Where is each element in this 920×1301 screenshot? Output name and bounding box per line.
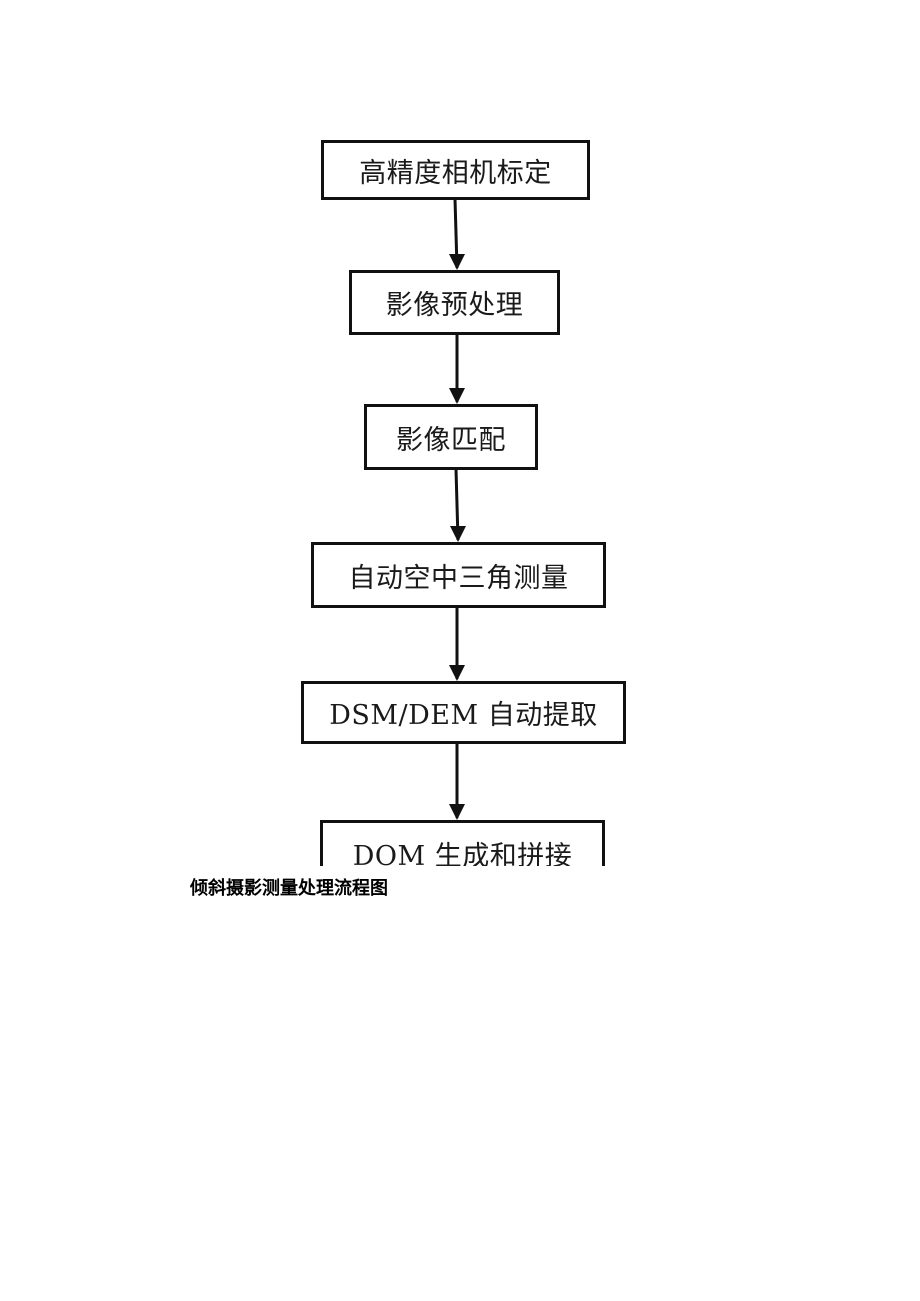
step-dsm-dem-extraction: DSM/DEM 自动提取 <box>301 681 626 744</box>
arrowhead-5 <box>449 804 465 820</box>
step-label: 自动空中三角测量 <box>348 562 569 594</box>
step-dom-generation: DOM 生成和拼接 <box>320 820 605 866</box>
step-image-preprocessing: 影像预处理 <box>349 270 560 335</box>
arrowhead-3 <box>450 526 466 542</box>
step-camera-calibration: 高精度相机标定 <box>321 140 590 200</box>
step-label: DOM 生成和拼接 <box>352 840 573 867</box>
figure-caption: 倾斜摄影测量处理流程图 <box>190 878 388 899</box>
step-aerial-triangulation: 自动空中三角测量 <box>311 542 606 608</box>
step-label: 影像预处理 <box>385 290 524 321</box>
step-label: DSM/DEM 自动提取 <box>329 700 598 731</box>
step-label: 影像匹配 <box>396 424 506 456</box>
arrowhead-4 <box>449 665 465 681</box>
arrowhead-2 <box>449 388 465 404</box>
step-label: 高精度相机标定 <box>359 157 552 189</box>
step-image-matching: 影像匹配 <box>364 404 538 470</box>
arrowhead-1 <box>449 254 465 270</box>
flowchart: 高精度相机标定 影像预处理 影像匹配 自动空中三角测量 DSM/DEM 自动提取… <box>301 140 626 866</box>
flow-arrows <box>449 198 466 820</box>
